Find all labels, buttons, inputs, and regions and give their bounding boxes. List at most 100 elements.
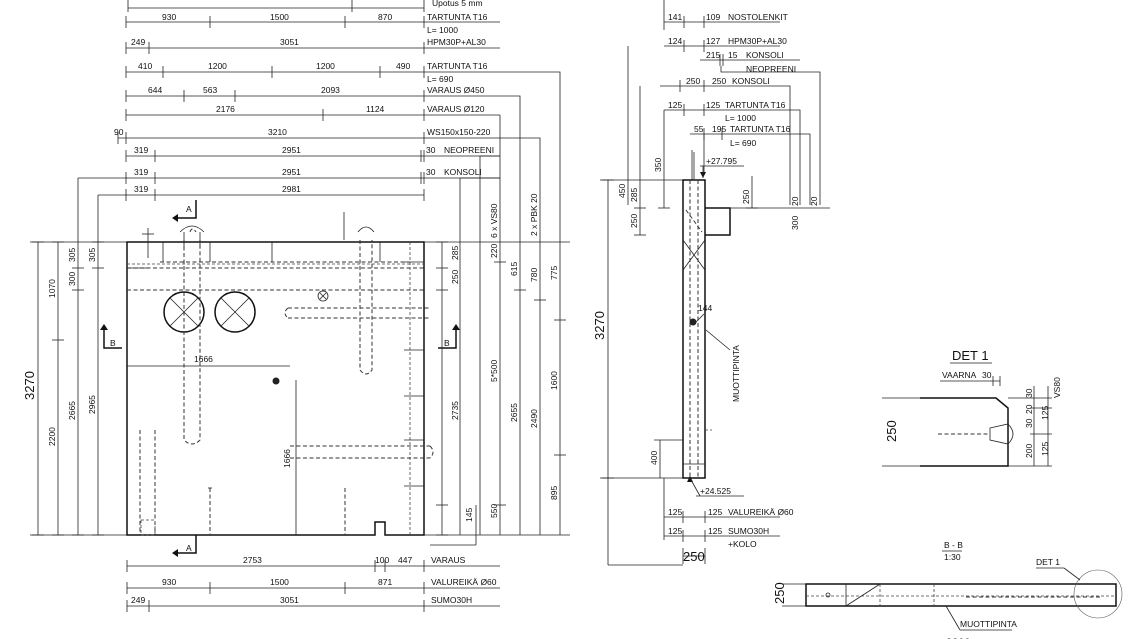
dim-r4-a: 644 bbox=[148, 85, 162, 95]
dim-r9-b: 2981 bbox=[282, 184, 301, 194]
section-right-dims bbox=[730, 176, 830, 209]
plan-right-vertical-text: 285 250 2735 145 220 6 x VS80 5*500 550 … bbox=[450, 193, 559, 522]
dim-r5-a: 2176 bbox=[216, 104, 235, 114]
svg-text:100: 100 bbox=[375, 555, 389, 565]
dim-r3-d: 490 bbox=[396, 61, 410, 71]
dim-r7-c: 30 bbox=[426, 145, 436, 155]
plan-right-vertical-dims bbox=[424, 241, 570, 546]
svg-text:124: 124 bbox=[668, 36, 682, 46]
svg-text:1070: 1070 bbox=[47, 279, 57, 298]
svg-text:A: A bbox=[186, 204, 192, 214]
dim-r5-label: VARAUS Ø120 bbox=[427, 104, 485, 114]
plan-label-leaders bbox=[459, 71, 561, 535]
dim-r3-sublabel: L= 690 bbox=[427, 74, 454, 84]
detail-1: DET 1 VAARNA 30 250 30 VS80 20 30 125 20… bbox=[882, 348, 1062, 467]
dim-r2-a: 249 bbox=[131, 37, 145, 47]
dim-overall-height: 3270 bbox=[22, 371, 37, 400]
svg-text:2735: 2735 bbox=[450, 401, 460, 420]
svg-text:2965: 2965 bbox=[87, 395, 97, 414]
svg-text:109: 109 bbox=[706, 12, 720, 22]
svg-text:SUMO30H: SUMO30H bbox=[728, 526, 769, 536]
section-bb-length: 3300 bbox=[946, 637, 970, 639]
dim-r6-label: WS150x150-220 bbox=[427, 127, 491, 137]
svg-text:895: 895 bbox=[549, 486, 559, 500]
dim-r4-c: 2093 bbox=[321, 85, 340, 95]
dim-r1-sublabel: L= 1000 bbox=[427, 25, 458, 35]
svg-text:L= 1000: L= 1000 bbox=[725, 113, 756, 123]
section-top-dims bbox=[627, 0, 821, 205]
svg-text:A: A bbox=[186, 543, 192, 553]
plan-left-vertical-dims bbox=[30, 177, 127, 536]
svg-text:VARAUS: VARAUS bbox=[431, 555, 466, 565]
svg-text:125: 125 bbox=[668, 100, 682, 110]
svg-text:141: 141 bbox=[668, 12, 682, 22]
dim-r1-label: TARTUNTA T16 bbox=[427, 12, 488, 22]
svg-text:125: 125 bbox=[668, 507, 682, 517]
svg-text:KONSOLI: KONSOLI bbox=[732, 76, 770, 86]
dim-r1-b: 1500 bbox=[270, 12, 289, 22]
section-width: 250 bbox=[683, 549, 705, 564]
dim-r3-b: 1200 bbox=[208, 61, 227, 71]
section-levels: +27.795 +24.525 bbox=[687, 156, 744, 497]
dim-r4-label: VARAUS Ø450 bbox=[427, 85, 485, 95]
dim-r2-label: HPM30P+AL30 bbox=[427, 37, 486, 47]
svg-text:3051: 3051 bbox=[280, 595, 299, 605]
section-bb: B - B 1:30 250 DET 1 MUOTTIPINTA 3300 bbox=[772, 540, 1123, 639]
svg-text:615: 615 bbox=[509, 262, 519, 276]
svg-text:15: 15 bbox=[728, 50, 738, 60]
svg-text:780: 780 bbox=[529, 268, 539, 282]
plan-top-dimension-text: Upotus 5 mm 930 1500 870 TARTUNTA T16 L=… bbox=[114, 0, 494, 194]
svg-text:20: 20 bbox=[1024, 404, 1034, 414]
svg-text:2665: 2665 bbox=[67, 401, 77, 420]
svg-text:300: 300 bbox=[790, 216, 800, 230]
level-bottom: +24.525 bbox=[700, 486, 731, 496]
reservation-hole-small bbox=[317, 290, 329, 302]
section-left-text: 3270 450 285 250 350 400 bbox=[592, 158, 663, 465]
section-bb-height: 250 bbox=[772, 582, 787, 604]
svg-text:2 x PBK 20: 2 x PBK 20 bbox=[529, 193, 539, 236]
level-top: +27.795 bbox=[706, 156, 737, 166]
svg-text:250: 250 bbox=[629, 214, 639, 228]
dim-r3-a: 410 bbox=[138, 61, 152, 71]
muottipinta-label: MUOTTIPINTA bbox=[731, 345, 741, 402]
plan-bottom-text: 2753 100 447 VARAUS 930 1500 871 VALUREI… bbox=[131, 555, 497, 605]
vaarna-label: VAARNA bbox=[942, 370, 977, 380]
svg-text:215: 215 bbox=[706, 50, 720, 60]
svg-text:VALUREIKÄ Ø60: VALUREIKÄ Ø60 bbox=[431, 577, 497, 587]
svg-text:300: 300 bbox=[67, 272, 77, 286]
svg-text:NOSTOLENKIT: NOSTOLENKIT bbox=[728, 12, 788, 22]
svg-text:20: 20 bbox=[790, 196, 800, 206]
detail-1-title: DET 1 bbox=[952, 348, 989, 363]
dim-r4-b: 563 bbox=[203, 85, 217, 95]
section-bb-det-ref: DET 1 bbox=[1036, 557, 1060, 567]
section-bb-scale: 1:30 bbox=[944, 552, 961, 562]
reservation-hole-right bbox=[214, 291, 256, 333]
svg-text:250: 250 bbox=[450, 270, 460, 284]
svg-text:2655: 2655 bbox=[509, 403, 519, 422]
svg-text:+KOLO: +KOLO bbox=[728, 539, 757, 549]
svg-text:2200: 2200 bbox=[47, 427, 57, 446]
svg-text:30: 30 bbox=[1024, 418, 1034, 428]
top-note: Upotus 5 mm bbox=[432, 0, 483, 8]
section-marker-b-left: B bbox=[100, 324, 122, 349]
anchor-point bbox=[272, 377, 280, 385]
svg-text:550: 550 bbox=[489, 504, 499, 518]
plan-top-dimensions bbox=[117, 0, 500, 201]
svg-text:145: 145 bbox=[464, 508, 474, 522]
svg-text:VALUREIKÄ Ø60: VALUREIKÄ Ø60 bbox=[728, 507, 794, 517]
svg-text:305: 305 bbox=[67, 248, 77, 262]
section-column bbox=[682, 150, 731, 479]
svg-text:125: 125 bbox=[1040, 442, 1050, 456]
svg-text:127: 127 bbox=[706, 36, 720, 46]
dim-r7-label: NEOPREENI bbox=[444, 145, 494, 155]
dim-r6-b: 3210 bbox=[268, 127, 287, 137]
svg-text:125: 125 bbox=[1040, 406, 1050, 420]
svg-text:5*500: 5*500 bbox=[489, 360, 499, 382]
svg-text:250: 250 bbox=[686, 76, 700, 86]
plan-right-chain-ticks bbox=[494, 261, 566, 506]
dim-r6-a: 90 bbox=[114, 127, 124, 137]
svg-text:2753: 2753 bbox=[243, 555, 262, 565]
svg-text:B: B bbox=[110, 338, 116, 348]
dim-1666-horizontal: 1666 bbox=[194, 354, 213, 364]
svg-text:285: 285 bbox=[450, 246, 460, 260]
